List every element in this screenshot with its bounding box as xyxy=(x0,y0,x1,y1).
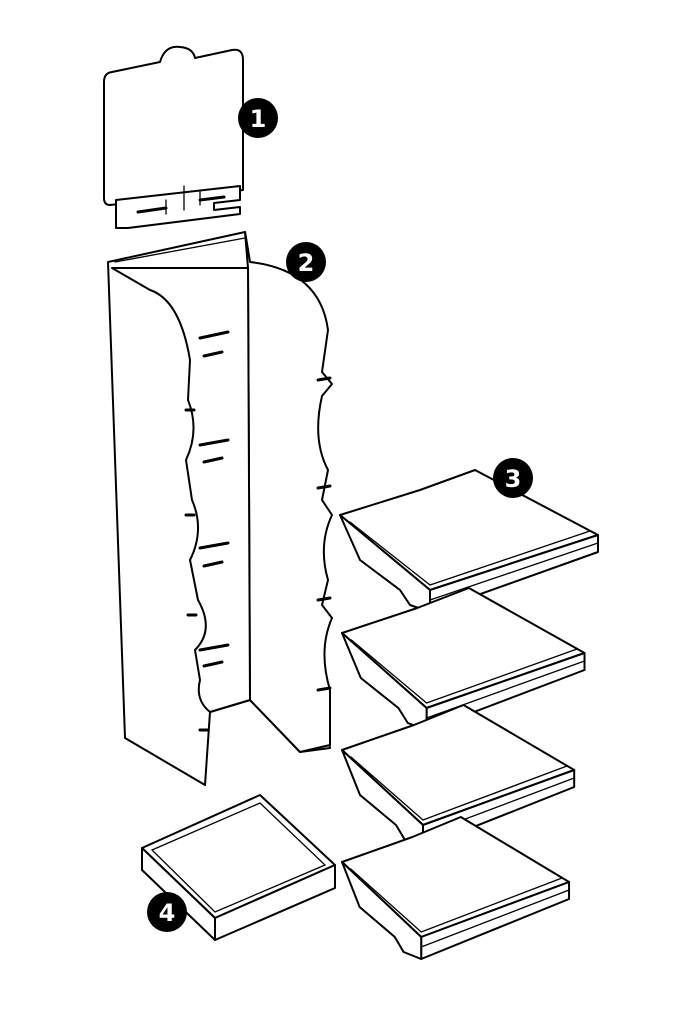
callout-2: 2 xyxy=(286,242,326,282)
svg-text:3: 3 xyxy=(505,465,522,493)
shelf-2 xyxy=(341,587,586,731)
shelf-4 xyxy=(341,816,571,960)
shelf-1 xyxy=(339,469,599,613)
base-tray xyxy=(141,794,336,941)
callout-4: 4 xyxy=(147,892,187,932)
shelves-group xyxy=(339,469,599,960)
svg-text:2: 2 xyxy=(298,249,315,277)
header-panel xyxy=(103,45,244,229)
callout-3: 3 xyxy=(493,458,533,498)
main-frame xyxy=(107,231,333,786)
svg-text:1: 1 xyxy=(250,105,267,133)
svg-text:4: 4 xyxy=(159,899,176,927)
callout-1: 1 xyxy=(238,98,278,138)
